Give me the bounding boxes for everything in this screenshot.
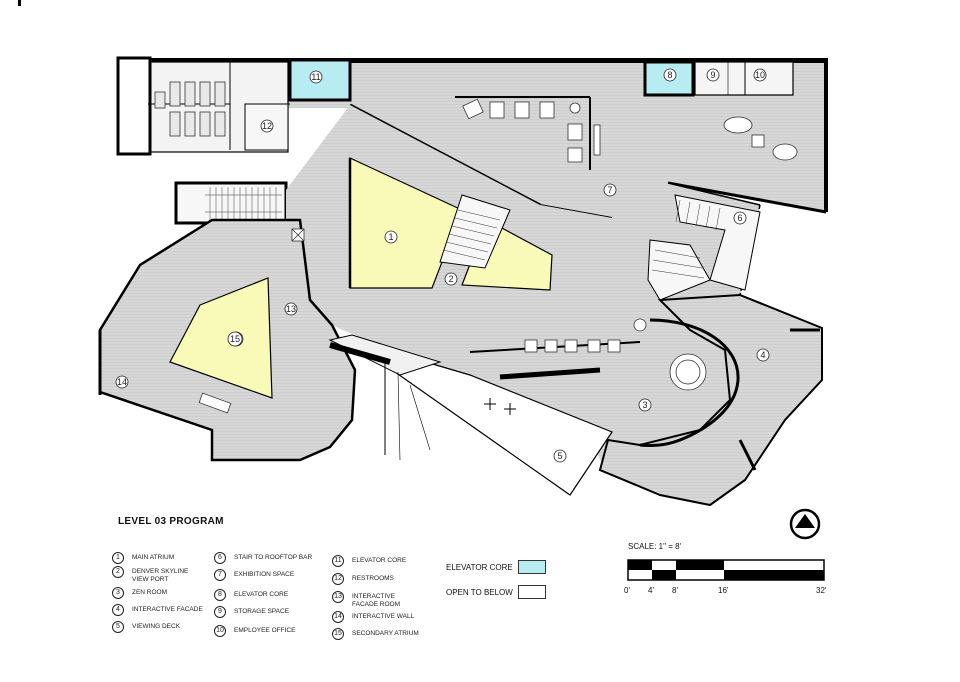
legend-label: DENVER SKYLINE VIEW PORT <box>132 568 189 583</box>
legend-label: MAIN ATRIUM <box>132 554 175 561</box>
plan-number-13: 13 <box>286 304 296 314</box>
legend-item: 7 EXHIBITION SPACE <box>214 569 324 581</box>
legend-number: 4 <box>112 604 124 616</box>
key-label: OPEN TO BELOW <box>446 587 513 597</box>
east-rooms <box>643 60 794 97</box>
legend-number: 6 <box>214 552 226 564</box>
legend-label: ZEN ROOM <box>132 589 168 596</box>
scale-bar <box>627 559 825 581</box>
legend-number: 1 <box>112 552 124 564</box>
legend-number: 11 <box>332 555 344 567</box>
legend-item: 5 VIEWING DECK <box>112 621 222 633</box>
exhibition-furniture <box>198 228 707 414</box>
elevator-core-swatch <box>518 560 546 574</box>
legend-number: 15 <box>332 628 344 640</box>
legend-label: INTERACTIVE WALL <box>352 613 415 620</box>
scale-tick: 0' <box>624 586 630 595</box>
scale-tick: 32' <box>816 586 827 595</box>
legend-number: 2 <box>112 566 124 578</box>
scale-tick: 16' <box>718 586 729 595</box>
legend-number: 9 <box>214 606 226 618</box>
key-label: ELEVATOR CORE <box>446 562 513 572</box>
plan-number-1: 1 <box>388 232 393 242</box>
legend-item: 13 INTERACTIVE FACADE ROOM <box>332 591 442 609</box>
legend-label: ELEVATOR CORE <box>352 557 407 564</box>
plan-number-15: 15 <box>230 334 240 344</box>
scale-tick: 8' <box>672 586 678 595</box>
legend-number: 10 <box>214 625 226 637</box>
plan-number-2: 2 <box>448 274 453 284</box>
legend-item: 10 EMPLOYEE OFFICE <box>214 625 324 637</box>
legend-number: 7 <box>214 569 226 581</box>
legend-label: INTERACTIVE FACADE ROOM <box>352 593 401 608</box>
legend-label: VIEWING DECK <box>132 623 181 630</box>
legend-number: 8 <box>214 589 226 601</box>
legend-item: 2 DENVER SKYLINE VIEW PORT <box>112 566 222 584</box>
legend-number: 14 <box>332 611 344 623</box>
legend-item: 4 INTERACTIVE FACADE <box>112 604 222 616</box>
central-stair <box>439 194 511 269</box>
legend-item: 11 ELEVATOR CORE <box>332 555 442 567</box>
legend-item: 3 ZEN ROOM <box>112 587 222 599</box>
legend-item: 15 SECONDARY ATRIUM <box>332 628 442 640</box>
north-furniture <box>455 96 798 170</box>
stair-nw <box>174 181 288 225</box>
plan-number-9: 9 <box>710 70 715 80</box>
legend-number: 12 <box>332 573 344 585</box>
legend-item: 14 INTERACTIVE WALL <box>332 611 442 623</box>
plan-number-10: 10 <box>755 70 765 80</box>
corner-mark <box>18 0 21 6</box>
key-elevator-core: ELEVATOR CORE <box>446 560 546 574</box>
plan-numbers <box>115 68 770 463</box>
plan-number-5: 5 <box>557 451 562 461</box>
legend-item: 6 STAIR TO ROOFTOP BAR <box>214 552 324 564</box>
legend-label: EXHIBITION SPACE <box>234 571 295 578</box>
plan-number-12: 12 <box>262 121 272 131</box>
open-to-below-swatch <box>518 585 546 599</box>
key-open-to-below: OPEN TO BELOW <box>446 585 546 599</box>
legend-item: 12 RESTROOMS <box>332 573 442 585</box>
legend-item: 8 ELEVATOR CORE <box>214 589 324 601</box>
legend-number: 3 <box>112 587 124 599</box>
scale-title: SCALE: 1" = 8' <box>628 542 682 551</box>
legend-label: EMPLOYEE OFFICE <box>234 627 296 634</box>
restrooms-block <box>116 56 352 156</box>
legend-label: STORAGE SPACE <box>234 608 290 615</box>
scale-tick: 4' <box>648 586 654 595</box>
secondary-atrium <box>169 277 273 399</box>
legend-item: 1 MAIN ATRIUM <box>112 552 222 564</box>
legend-label: RESTROOMS <box>352 575 394 582</box>
plan-number-3: 3 <box>642 400 647 410</box>
legend-number: 13 <box>332 591 344 603</box>
legend-label: STAIR TO ROOFTOP BAR <box>234 554 313 561</box>
plan-number-7: 7 <box>607 185 612 195</box>
plan-number-14: 14 <box>117 377 127 387</box>
page-title: LEVEL 03 PROGRAM <box>118 516 224 527</box>
legend-item: 9 STORAGE SPACE <box>214 606 324 618</box>
north-arrow-icon <box>789 508 821 540</box>
legend-label: INTERACTIVE FACADE <box>132 606 203 613</box>
legend-label: SECONDARY ATRIUM <box>352 630 419 637</box>
legend-label: ELEVATOR CORE <box>234 591 289 598</box>
plan-number-8: 8 <box>667 70 672 80</box>
plan-number-11: 11 <box>311 72 320 82</box>
plan-number-6: 6 <box>737 213 742 223</box>
legend-number: 5 <box>112 621 124 633</box>
plan-number-4: 4 <box>760 350 765 360</box>
